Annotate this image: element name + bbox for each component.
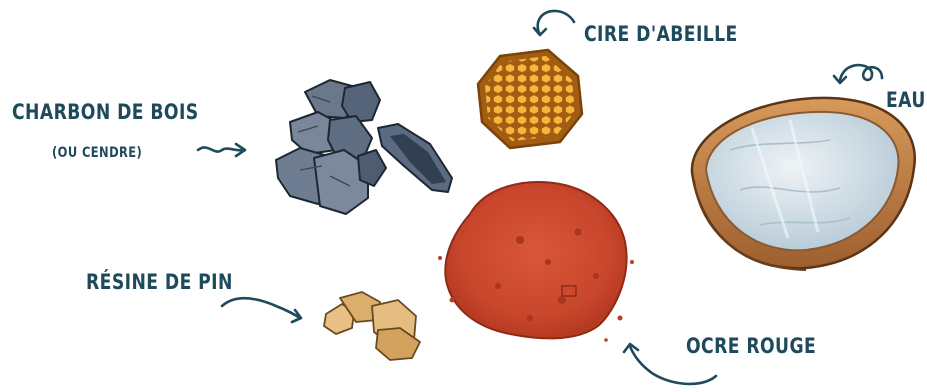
charcoal-label: CHARBON DE BOIS — [12, 102, 199, 123]
water-label: EAU — [886, 90, 926, 111]
red-ochre-image — [438, 182, 634, 342]
charcoal-image — [276, 80, 452, 214]
resin-arrow-icon — [222, 298, 301, 322]
charcoal-arrow-icon — [198, 144, 245, 156]
red-ochre-label: OCRE ROUGE — [686, 336, 816, 357]
beeswax-label: CIRE D'ABEILLE — [584, 24, 738, 45]
beeswax-image — [478, 50, 582, 148]
pine-resin-label: RÉSINE DE PIN — [86, 272, 233, 293]
beeswax-arrow-icon — [534, 11, 574, 35]
water-arrow-icon — [834, 65, 882, 83]
charcoal-note-label: (OU CENDRE) — [52, 146, 142, 160]
pine-resin-image — [324, 292, 420, 360]
water-bowl-image — [692, 98, 915, 270]
